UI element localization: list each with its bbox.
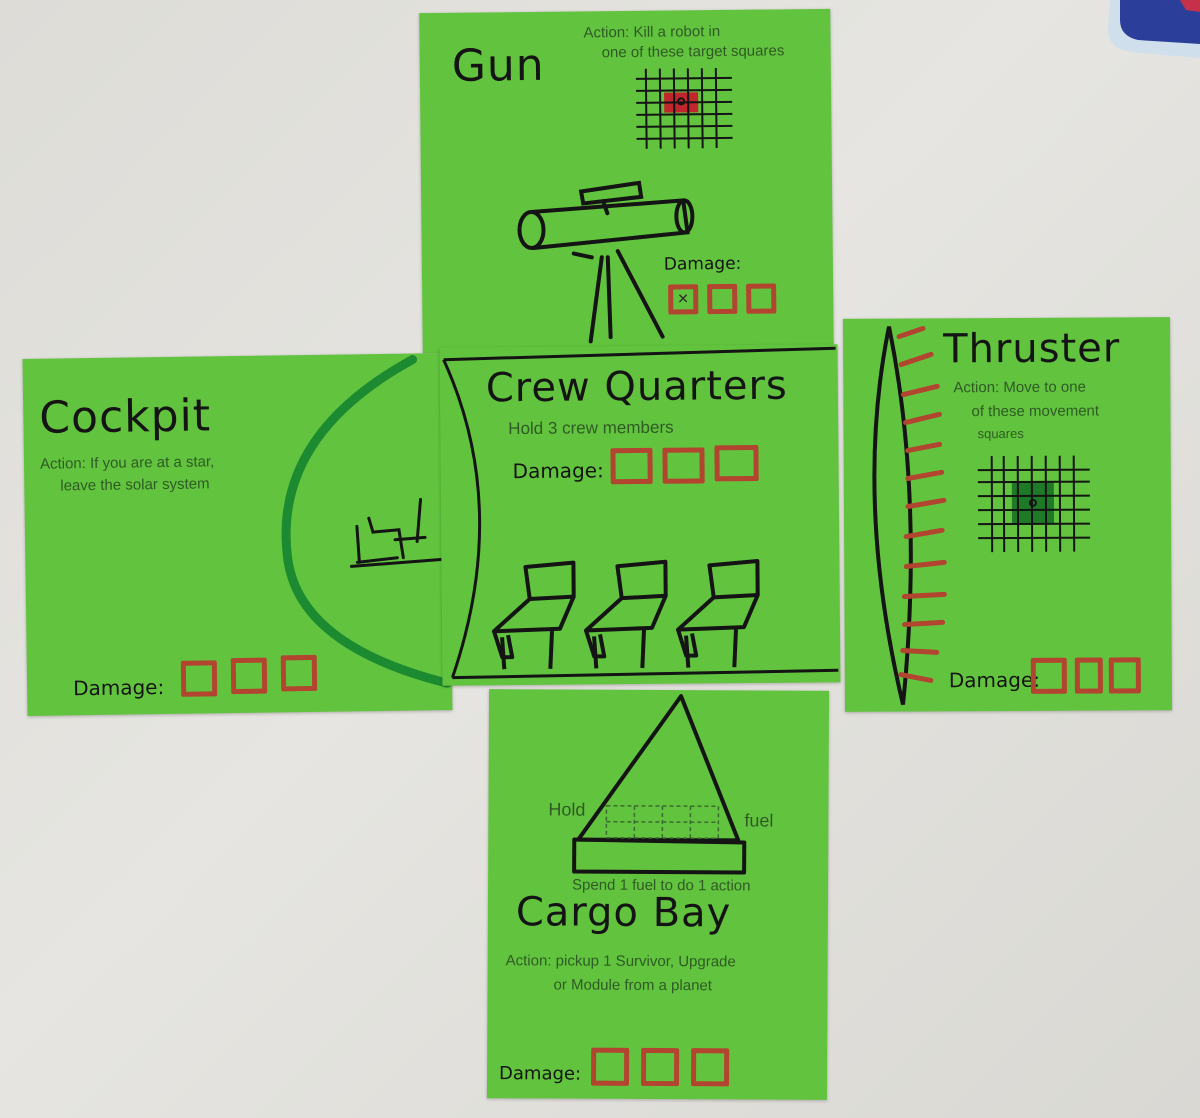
cockpit-damage-box-1[interactable] bbox=[180, 660, 218, 697]
thruster-damage-box-3[interactable] bbox=[1108, 657, 1141, 694]
thruster-card[interactable]: Thruster Action: Move to one of these mo… bbox=[842, 317, 1173, 712]
gun-damage-box-1[interactable]: ✕ bbox=[668, 284, 699, 315]
cargo-action-line-2: or Module from a planet bbox=[553, 976, 712, 995]
gun-damage-box-2[interactable] bbox=[707, 283, 738, 315]
background-object bbox=[1090, 0, 1200, 60]
thruster-damage-box-1[interactable] bbox=[1030, 657, 1067, 694]
cargo-fuel-label: fuel bbox=[744, 810, 774, 831]
cargo-damage-box-3[interactable] bbox=[690, 1048, 730, 1087]
cannon-icon bbox=[517, 180, 695, 344]
gun-card[interactable]: Gun Action: Kill a robot in one of these… bbox=[419, 8, 834, 354]
pilot-seat-icon bbox=[349, 497, 447, 568]
gun-damage-box-3[interactable] bbox=[746, 283, 777, 314]
thruster-damage-label: Damage: bbox=[948, 667, 1041, 693]
cockpit-damage-box-2[interactable] bbox=[230, 657, 268, 695]
cargo-damage-label: Damage: bbox=[499, 1063, 582, 1085]
fuel-rocket-icon bbox=[572, 694, 747, 875]
crew-quarters-card[interactable]: Crew Quarters Hold 3 crew members Damage… bbox=[439, 344, 841, 686]
cargo-title: Cargo Bay bbox=[515, 889, 732, 937]
movement-grid-icon bbox=[977, 455, 1091, 553]
target-grid-icon bbox=[635, 68, 733, 149]
cargo-damage-box-1[interactable] bbox=[590, 1047, 630, 1086]
gun-damage-label: Damage: bbox=[663, 253, 742, 275]
cockpit-card[interactable]: Cockpit Action: If you are at a star, le… bbox=[22, 353, 453, 716]
cargo-bay-card[interactable]: Hold fuel Spend 1 fuel to do 1 action Ca… bbox=[486, 689, 830, 1100]
bunk-beds-icon bbox=[492, 558, 760, 670]
cockpit-damage-label: Damage: bbox=[72, 675, 165, 701]
damage-mark-icon: ✕ bbox=[677, 290, 690, 307]
cargo-hold-label: Hold bbox=[548, 799, 586, 820]
cockpit-window-arc bbox=[281, 355, 452, 688]
cargo-damage-box-2[interactable] bbox=[640, 1047, 680, 1087]
thruster-damage-box-2[interactable] bbox=[1074, 657, 1103, 694]
crew-outline bbox=[442, 346, 839, 680]
thruster-nozzle bbox=[872, 325, 947, 706]
cockpit-damage-box-3[interactable] bbox=[280, 654, 318, 692]
cargo-action-line-1: Action: pickup 1 Survivor, Upgrade bbox=[505, 952, 736, 971]
